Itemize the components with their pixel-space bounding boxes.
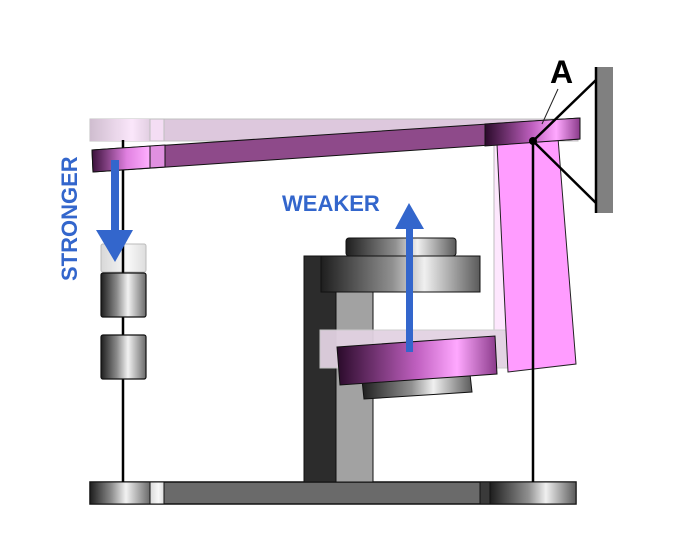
lever-arm: [91, 117, 581, 173]
stronger-label: STRONGER: [57, 156, 82, 281]
stronger-arrow: [96, 160, 133, 262]
base-plate: [89, 481, 577, 505]
pivot-strut-upper: [532, 79, 597, 142]
upper-magnet: [320, 237, 481, 293]
lower-magnet: [336, 335, 498, 400]
pivot-label: A: [550, 54, 573, 90]
weaker-label: WEAKER: [282, 191, 380, 216]
support-post: [303, 255, 374, 483]
weaker-arrow: [395, 203, 424, 352]
left-magnets: [100, 272, 147, 380]
pivot-strut-lower: [532, 140, 597, 204]
pivot-leader-line: [541, 88, 559, 125]
pivot-point-a: [529, 137, 537, 145]
wall-mount: [596, 67, 613, 213]
